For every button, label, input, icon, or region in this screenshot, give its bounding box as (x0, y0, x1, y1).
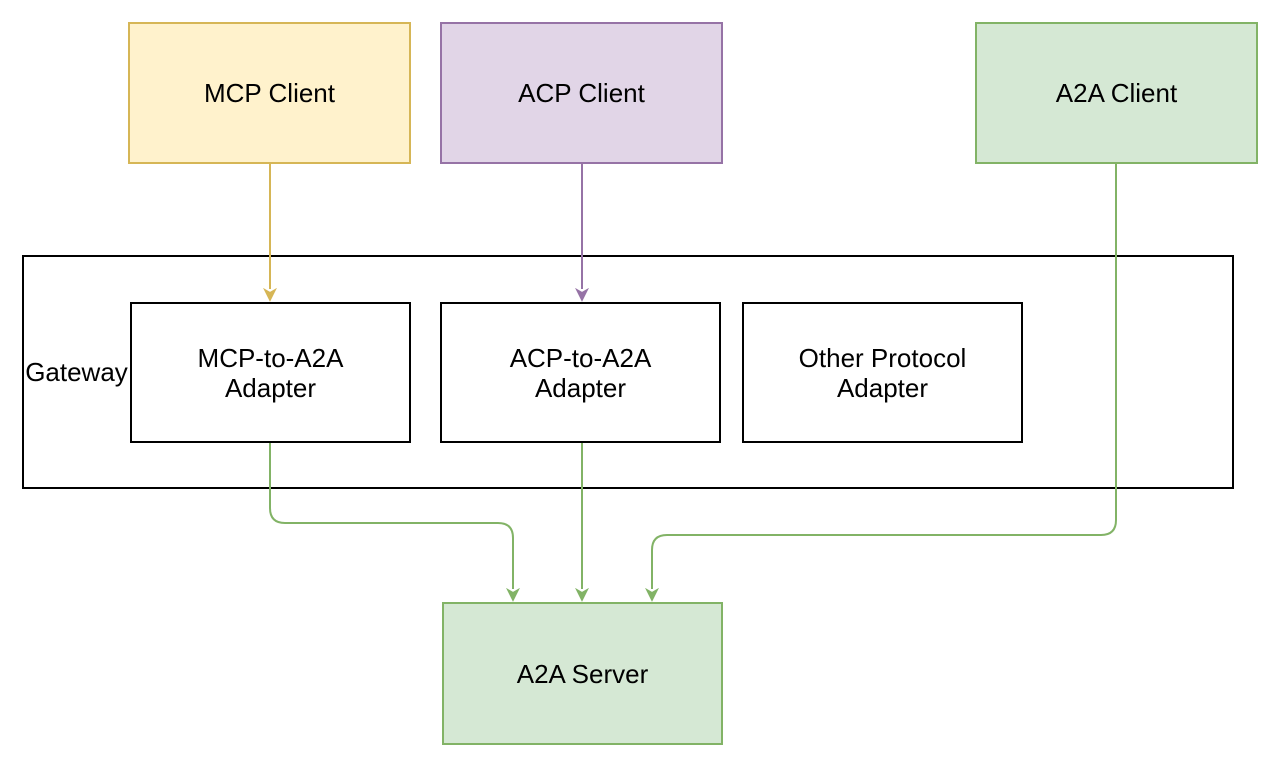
mcp-to-a2a-adapter-label-line2: Adapter (224, 372, 317, 403)
a2a-server-label: A2A Server (516, 658, 649, 689)
acp-to-a2a-adapter-label-line2: Adapter (534, 372, 627, 403)
other-protocol-adapter-label-line1: Other Protocol (798, 342, 967, 373)
acp-client-label: ACP Client (518, 78, 645, 108)
a2a-client-label: A2A Client (1055, 78, 1178, 108)
other-protocol-adapter-box: Other Protocol Adapter (742, 302, 1023, 443)
mcp-to-a2a-adapter-box: MCP-to-A2A Adapter (130, 302, 411, 443)
a2a-client-box: A2A Client (975, 22, 1258, 164)
mcp-client-box: MCP Client (128, 22, 411, 164)
mcp-client-label: MCP Client (203, 78, 335, 108)
acp-to-a2a-adapter-box: ACP-to-A2A Adapter (440, 302, 721, 443)
other-protocol-adapter-label-line2: Adapter (836, 372, 929, 403)
mcp-to-a2a-adapter-label-line1: MCP-to-A2A (197, 342, 344, 373)
a2a-server-box: A2A Server (442, 602, 723, 745)
acp-to-a2a-adapter-label-line1: ACP-to-A2A (509, 342, 652, 373)
acp-client-box: ACP Client (440, 22, 723, 164)
gateway-label: Gateway (25, 357, 128, 387)
